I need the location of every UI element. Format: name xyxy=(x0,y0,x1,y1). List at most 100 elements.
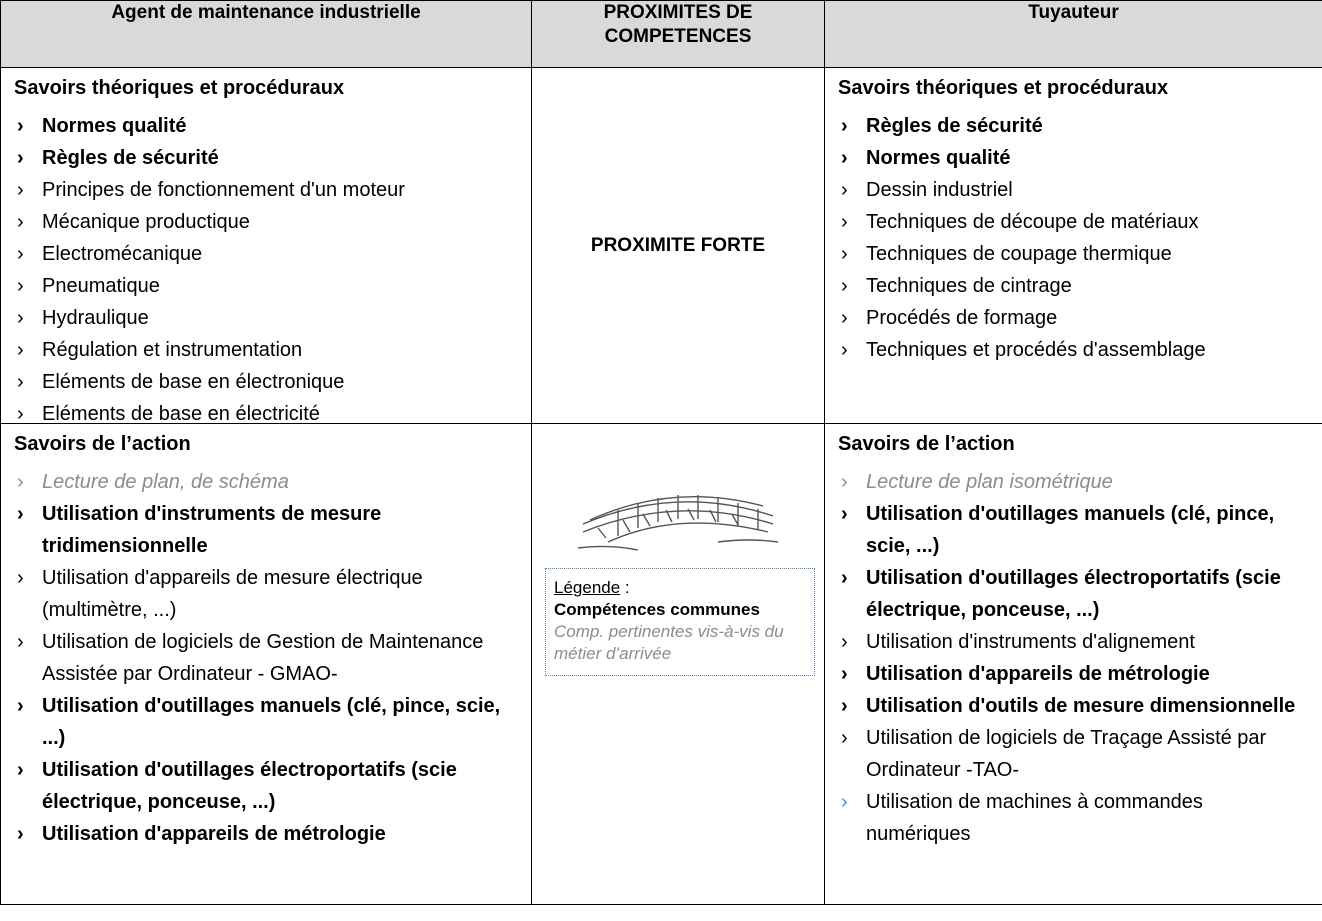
action-row: Savoirs de l’action ›Lecture de plan, de… xyxy=(0,423,1322,905)
bullet-marker: › xyxy=(841,147,848,169)
list-item: ›Utilisation d'appareils de mesure élect… xyxy=(14,562,521,626)
list-item-text: Procédés de formage xyxy=(866,307,1058,329)
legend-box: Légende : Compétences communes Comp. per… xyxy=(545,568,815,676)
item-list: › Règles de sécurité › Normes qualité ›Dessi… xyxy=(838,110,1312,366)
list-item-text: Hydraulique xyxy=(42,307,149,329)
list-item: ›Utilisation d'instruments d'alignement xyxy=(838,626,1312,658)
bullet-marker: › xyxy=(841,275,848,297)
bullet-marker: › xyxy=(17,631,24,653)
list-item-text: Normes qualité xyxy=(866,147,1011,169)
bullet-marker: › xyxy=(17,695,24,717)
list-item: › Utilisation d'outillages manuels (clé, … xyxy=(838,498,1312,562)
bullet-marker: › xyxy=(17,147,24,169)
item-list: › Normes qualité › Règles de sécurité › Princ… xyxy=(14,110,521,430)
list-item-text: Eléments de base en électronique xyxy=(42,371,345,393)
bullet-marker: › xyxy=(841,727,848,749)
list-item-text: Techniques de coupage thermique xyxy=(866,243,1172,265)
list-item: › Utilisation d'outillages manuels (clé, … xyxy=(14,690,521,754)
list-item: ›Pneumatique xyxy=(14,270,521,302)
bullet-marker: › xyxy=(17,243,24,265)
bullet-marker: › xyxy=(17,759,24,781)
list-item: ›Eléments de base en électronique xyxy=(14,366,521,398)
list-item: ›Dessin industriel xyxy=(838,174,1312,206)
bullet-marker: › xyxy=(841,663,848,685)
header-left: Agent de maintenance industrielle xyxy=(0,0,532,68)
list-item: ›Utilisation d'outillages électroportati… xyxy=(838,562,1312,626)
list-item: ›Régulation et instrumentation xyxy=(14,334,521,366)
list-item-text: Utilisation d'appareils de mesure électr… xyxy=(42,567,423,621)
list-item-text: Régulation et instrumentation xyxy=(42,339,303,361)
list-item-text: Techniques de cintrage xyxy=(866,275,1072,297)
list-item-text: Utilisation d'outils de mesure dimension… xyxy=(866,695,1296,717)
list-item: ›Lecture de plan, de schéma xyxy=(14,466,521,498)
right-theory-cell: Savoirs théoriques et procéduraux › Règle… xyxy=(824,67,1322,424)
list-item: ›Utilisation de machines à commandes num… xyxy=(838,786,1312,850)
list-item: › Règles de sécurité xyxy=(838,110,1312,142)
bullet-marker: › xyxy=(841,115,848,137)
header-middle: PROXIMITES DE COMPETENCES xyxy=(531,0,825,68)
bullet-marker: › xyxy=(17,211,24,233)
section-title: Savoirs de l’action xyxy=(14,433,191,455)
bridge-icon xyxy=(578,495,778,551)
list-item-text: Règles de sécurité xyxy=(42,147,219,169)
bullet-marker: › xyxy=(841,307,848,329)
list-item: › Techniques de découpe de matériaux xyxy=(838,206,1312,238)
legend-colon: : xyxy=(620,578,630,597)
list-item-text: Utilisation d'instruments de mesure trid… xyxy=(42,503,382,557)
bullet-marker: › xyxy=(841,471,848,493)
list-item-text: Utilisation d'instruments d'alignement xyxy=(866,631,1195,653)
list-item: › Utilisation d'outillages électroportati… xyxy=(14,754,521,818)
legend-relevant: Comp. pertinentes vis-à-vis du métier d’… xyxy=(554,622,784,663)
list-item: ›Utilisation de logiciels de Gestion de … xyxy=(14,626,521,690)
theory-row: Savoirs théoriques et procéduraux › Norme… xyxy=(0,67,1322,425)
section-title: Savoirs de l’action xyxy=(838,433,1015,455)
bullet-marker: › xyxy=(841,211,848,233)
list-item: › Règles de sécurité xyxy=(14,142,521,174)
list-item: › Techniques de cintrage xyxy=(838,270,1312,302)
header-right: Tuyauteur xyxy=(824,0,1322,68)
list-item: › Principes de fonctionnement d'un moteur xyxy=(14,174,521,206)
proximity-cell: PROXIMITE FORTE xyxy=(531,67,825,424)
list-item-text: Utilisation de logiciels de Traçage Assi… xyxy=(866,727,1267,781)
list-item-text: Utilisation d'outillages électroportatif… xyxy=(42,759,457,813)
list-item: › Techniques de coupage thermique xyxy=(838,238,1312,270)
list-item: ›Mécanique productique xyxy=(14,206,521,238)
list-item: › Lecture de plan isométrique xyxy=(838,466,1312,498)
section-title: Savoirs théoriques et procéduraux xyxy=(838,77,1169,99)
bullet-marker: › xyxy=(17,115,24,137)
bullet-marker: › xyxy=(17,503,24,525)
list-item-text: Techniques de découpe de matériaux xyxy=(866,211,1199,233)
list-item: ›Utilisation d'appareils de métrologie xyxy=(838,658,1312,690)
list-item-text: Normes qualité xyxy=(42,115,187,137)
list-item-text: Eléments de base en électricité xyxy=(42,403,320,425)
left-theory-cell: Savoirs théoriques et procéduraux ›Norme… xyxy=(0,67,532,425)
list-item-text: Utilisation d'outillages manuels (clé, p… xyxy=(42,695,501,749)
bullet-marker: › xyxy=(17,275,24,297)
list-item: › Procédés de formage xyxy=(838,302,1312,334)
bullet-marker: › xyxy=(17,179,24,201)
list-item-text: Lecture de plan isométrique xyxy=(866,471,1113,493)
bullet-marker: › xyxy=(841,243,848,265)
list-item: ›Hydraulique xyxy=(14,302,521,334)
list-item-text: Principes de fonctionnement d'un moteur xyxy=(42,179,405,201)
right-action-cell: Savoirs de l’action › Lecture de plan iso… xyxy=(824,423,1322,905)
list-item: › Utilisation d'instruments de mesure tri… xyxy=(14,498,521,562)
list-item-text: Utilisation d'appareils de métrologie xyxy=(42,823,386,845)
legend-common: Compétences communes xyxy=(554,600,760,619)
bullet-marker: › xyxy=(841,567,848,589)
list-item: › Electromécanique xyxy=(14,238,521,270)
bullet-marker: › xyxy=(841,179,848,201)
proximity-level: PROXIMITE FORTE xyxy=(590,234,766,256)
list-item: › Utilisation d'outils de mesure dimensio… xyxy=(838,690,1312,722)
list-item-text: Règles de sécurité xyxy=(866,115,1043,137)
list-item-text: Techniques et procédés d'assemblage xyxy=(866,339,1206,361)
list-item-text: Utilisation de machines à commandes numé… xyxy=(866,791,1203,845)
list-item-text: Utilisation d'outillages manuels (clé, p… xyxy=(866,503,1275,557)
list-item: › Normes qualité xyxy=(838,142,1312,174)
bullet-marker: › xyxy=(841,339,848,361)
bullet-marker: › xyxy=(841,695,848,717)
bullet-marker: › xyxy=(841,503,848,525)
bullet-marker: › xyxy=(17,403,24,425)
list-item-text: Electromécanique xyxy=(42,243,203,265)
